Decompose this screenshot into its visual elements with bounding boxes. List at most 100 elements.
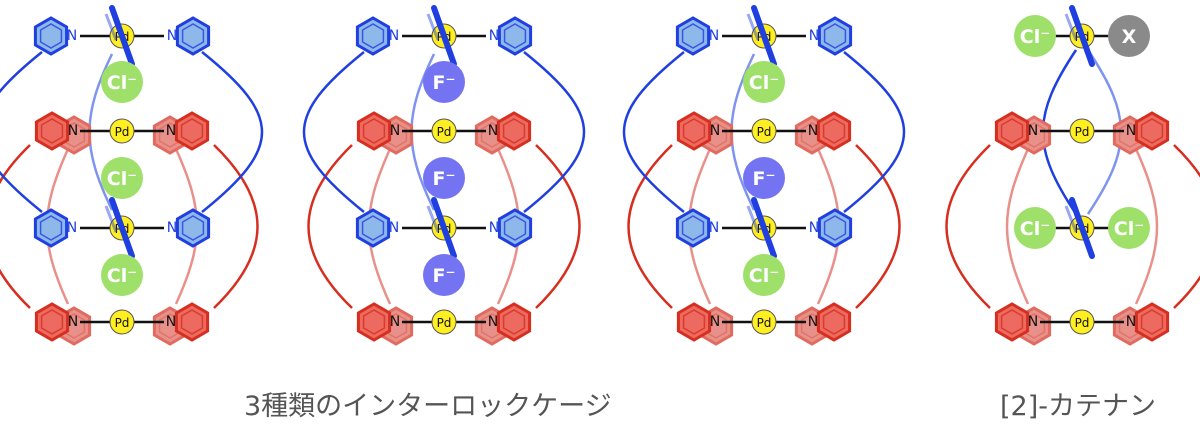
blue-ligand-right	[843, 51, 906, 213]
blue-ligand-edge-1-b2	[109, 197, 135, 259]
chloride-label-3-1: Cl⁻	[749, 72, 780, 94]
nitrogen-right-3-r2: N	[808, 314, 818, 330]
red-ligand-right-outer	[213, 144, 259, 309]
pyridine-left-3-b2-inner	[681, 215, 705, 241]
fluoride-ion-2-3	[423, 254, 465, 296]
pyridine-right-3-b2	[817, 208, 853, 248]
chloride-ion-cat-mid-l	[1014, 207, 1056, 249]
pyridine-right-1-r2-inner	[180, 309, 204, 335]
blue-ligand-edge-3-b2	[751, 197, 777, 259]
pyridine-left-1-r1	[34, 111, 70, 151]
pd-atom-1-r2	[109, 309, 135, 335]
pyridine-right-3-r2	[816, 302, 852, 342]
pyridine-left-2-b2-inner	[361, 215, 385, 241]
pyridine-left-2-r1-inner	[362, 118, 386, 144]
pyridine-right-2-b2	[497, 208, 533, 248]
pyridine-left-2-b1	[355, 16, 391, 56]
red-ligand-right-outer	[855, 144, 901, 309]
chloride-ion-1-2	[101, 157, 143, 199]
nitrogen-left-3-r2: N	[710, 314, 720, 330]
pyridine-left-cat-r1	[994, 111, 1030, 151]
red-ligand-left-outer	[945, 144, 991, 309]
pd-label-3-r1: Pd	[757, 125, 772, 139]
pyridine-left-3-r1	[676, 111, 712, 151]
blue-ligand-back-cat-mid	[1064, 205, 1078, 233]
vacant_site-ion-cat-top-r	[1108, 15, 1150, 57]
blue-ligand-edge-1-b1	[109, 5, 135, 67]
pyridine-right-cat-r2	[1134, 302, 1170, 342]
nitrogen-right-2-r2: N	[488, 314, 498, 330]
blue-ligand-edge-2-b1	[431, 5, 457, 67]
pyridine-left-cat-r2	[994, 302, 1030, 342]
red-ligand-right-outer	[535, 144, 581, 309]
nitrogen-left-2-r2: N	[390, 314, 400, 330]
pyridine-right-1-b2	[175, 208, 211, 248]
pyridine-right-cat-r1	[1134, 111, 1170, 151]
pyridine-right-1-b1	[175, 16, 211, 56]
pyridine-right-2-r2-inner	[502, 309, 526, 335]
fluoride-label-3-2: F⁻	[752, 168, 775, 190]
blue-ligand-back-3-b2	[746, 205, 760, 233]
pd-atom-cat-r2	[1069, 309, 1095, 335]
pyridine-right-1-r1	[174, 111, 210, 151]
nitrogen-left-1-b1: N	[67, 28, 77, 44]
nitrogen-right-2-b2: N	[489, 220, 499, 236]
blue-ligand-back-cat-top	[1064, 13, 1078, 41]
pyridine-left-3-r2	[676, 302, 712, 342]
pd-atom-1-r1	[109, 118, 135, 144]
nitrogen-right-3-r1: N	[808, 123, 818, 139]
pyridine-left-1-r1-inner	[40, 118, 64, 144]
chloride-label-cat-top-l: Cl⁻	[1020, 26, 1051, 48]
pyridine-left-2-b1-inner	[361, 23, 385, 49]
blue-ligand-left	[302, 51, 365, 213]
pd-label-1-r2: Pd	[115, 316, 130, 330]
nitrogen-left-cat-r2: N	[1028, 314, 1038, 330]
pyridine-right-1-b2-inner	[181, 215, 205, 241]
blue-ligand-back-3-b1	[746, 13, 760, 41]
fluoride-label-2-1: F⁻	[432, 72, 455, 94]
fluoride-label-2-2: F⁻	[432, 168, 455, 190]
blue-ligand-left	[0, 51, 43, 213]
blue-ligand-back-2-b2	[426, 205, 440, 233]
nitrogen-right-2-r1: N	[488, 123, 498, 139]
pd-atom-3-r1	[751, 118, 777, 144]
pyridine-right-2-r1	[496, 111, 532, 151]
pyridine-right-3-b2-inner	[823, 215, 847, 241]
chloride-label-3-3: Cl⁻	[749, 265, 780, 287]
nitrogen-right-3-b2: N	[809, 220, 819, 236]
chloride-ion-cat-mid-r	[1108, 207, 1150, 249]
nitrogen-left-3-b1: N	[709, 28, 719, 44]
pyridine-right-2-b1	[497, 16, 533, 56]
pyridine-left-3-b1-inner	[681, 23, 705, 49]
pyridine-right-1-r1-inner	[180, 118, 204, 144]
pyridine-right-2-r1-inner	[502, 118, 526, 144]
structure-cage-3: NNPdNNPdNNPdNNPdCl⁻F⁻Cl⁻	[622, 5, 906, 346]
chloride-label-cat-mid-r: Cl⁻	[1114, 218, 1145, 240]
chloride-label-1-2: Cl⁻	[107, 168, 138, 190]
pyridine-left-2-r2	[356, 302, 392, 342]
pyridine-right-3-b1-inner	[823, 23, 847, 49]
blue-ligand-left	[622, 51, 685, 213]
structure-catenane: NNPdNNPdPdCl⁻XPdCl⁻Cl⁻	[945, 5, 1200, 346]
chloride-label-1-1: Cl⁻	[107, 72, 138, 94]
pyridine-right-1-b1-inner	[181, 23, 205, 49]
nitrogen-right-cat-r2: N	[1126, 314, 1136, 330]
pyridine-left-2-r1	[356, 111, 392, 151]
structure-cage-1: NNPdNNPdNNPdNNPdCl⁻Cl⁻Cl⁻	[0, 5, 264, 346]
nitrogen-left-2-r1: N	[390, 123, 400, 139]
pyridine-left-3-r1-inner	[682, 118, 706, 144]
catenane-caption: [2]-カテナン	[1000, 391, 1156, 422]
chloride-label-1-3: Cl⁻	[107, 265, 138, 287]
nitrogen-left-2-b2: N	[389, 220, 399, 236]
pd-label-cat-r2: Pd	[1075, 316, 1090, 330]
pyridine-right-3-r1-inner	[822, 118, 846, 144]
pd-label-3-r2: Pd	[757, 316, 772, 330]
pyridine-left-1-b2	[33, 208, 69, 248]
pyridine-left-cat-r1-inner	[1000, 118, 1024, 144]
pyridine-left-1-b1	[33, 16, 69, 56]
pyridine-left-2-b2	[355, 208, 391, 248]
pyridine-right-cat-r1-inner	[1140, 118, 1164, 144]
interlocked-cages-caption: 3種類のインターロックケージ	[244, 391, 612, 422]
fluoride-ion-2-2	[423, 157, 465, 199]
nitrogen-left-3-r1: N	[710, 123, 720, 139]
